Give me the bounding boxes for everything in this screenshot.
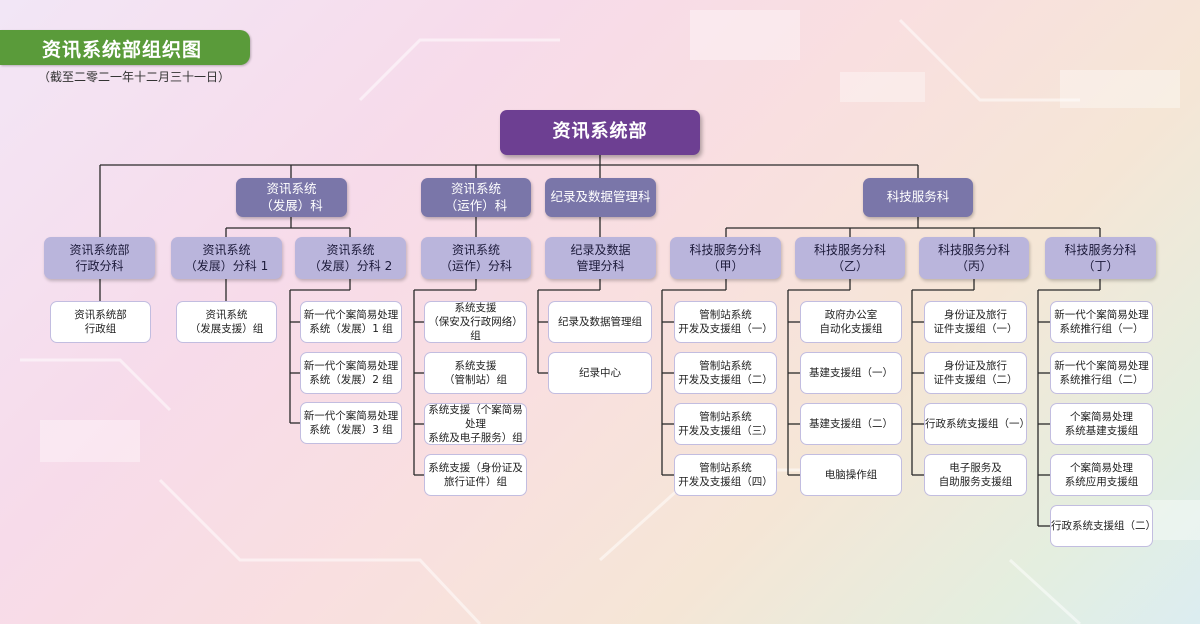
background-panel xyxy=(690,10,800,60)
group-node: 纪录中心 xyxy=(548,352,652,394)
group-node: 新一代个案简易处理 系统推行组（二） xyxy=(1050,352,1153,394)
section-node: 科技服务分科 （丁） xyxy=(1045,237,1156,279)
background-panel xyxy=(1060,70,1180,108)
group-node: 身份证及旅行 证件支援组（二） xyxy=(924,352,1027,394)
group-node: 新一代个案简易处理 系统（发展）3 组 xyxy=(300,402,402,444)
background-panel xyxy=(840,72,925,102)
group-node: 身份证及旅行 证件支援组（一） xyxy=(924,301,1027,343)
group-node: 行政系统支援组（一） xyxy=(924,403,1030,445)
group-node: 个案简易处理 系统基建支援组 xyxy=(1050,403,1153,445)
section-node: 纪录及数据 管理分科 xyxy=(545,237,656,279)
background-panel xyxy=(1150,500,1200,540)
division-node: 纪录及数据管理科 xyxy=(545,178,656,217)
group-node: 基建支援组（一） xyxy=(800,352,902,394)
group-node: 管制站系统 开发及支援组（二） xyxy=(674,352,777,394)
group-node: 系统支援（个案简易处理 系统及电子服务）组 xyxy=(424,403,527,445)
group-node: 系统支援 （管制站）组 xyxy=(424,352,527,394)
group-node: 管制站系统 开发及支援组（三） xyxy=(674,403,777,445)
group-node: 管制站系统 开发及支援组（四） xyxy=(674,454,777,496)
group-node: 新一代个案简易处理 系统推行组（一） xyxy=(1050,301,1153,343)
group-node: 纪录及数据管理组 xyxy=(548,301,652,343)
group-node: 电子服务及 自助服务支援组 xyxy=(924,454,1027,496)
group-node: 管制站系统 开发及支援组（一） xyxy=(674,301,777,343)
division-node: 科技服务科 xyxy=(863,178,973,217)
section-node: 资讯系统部 行政分科 xyxy=(44,237,155,279)
group-node: 基建支援组（二） xyxy=(800,403,902,445)
root-node: 资讯系统部 xyxy=(500,110,700,155)
division-node: 资讯系统 （运作）科 xyxy=(421,178,531,217)
group-node: 资讯系统 （发展支援）组 xyxy=(176,301,277,343)
group-node: 系统支援 （保安及行政网络）组 xyxy=(424,301,527,343)
page-title: 资讯系统部组织图 xyxy=(42,39,203,61)
section-node: 资讯系统 （发展）分科 2 xyxy=(295,237,406,279)
group-node: 资讯系统部 行政组 xyxy=(50,301,151,343)
section-node: 资讯系统 （发展）分科 1 xyxy=(171,237,282,279)
page-subtitle: （截至二零二一年十二月三十一日） xyxy=(38,70,231,84)
group-node: 新一代个案简易处理 系统（发展）1 组 xyxy=(300,301,402,343)
division-node: 资讯系统 （发展）科 xyxy=(236,178,347,217)
background-panel xyxy=(40,420,140,462)
group-node: 新一代个案简易处理 系统（发展）2 组 xyxy=(300,352,402,394)
group-node: 行政系统支援组（二） xyxy=(1050,505,1156,547)
group-node: 系统支援（身份证及 旅行证件）组 xyxy=(424,454,527,496)
section-node: 科技服务分科 （甲） xyxy=(670,237,781,279)
section-node: 资讯系统 （运作）分科 xyxy=(421,237,531,279)
group-node: 电脑操作组 xyxy=(800,454,902,496)
title-banner: 资讯系统部组织图 xyxy=(0,30,250,65)
group-node: 政府办公室 自动化支援组 xyxy=(800,301,902,343)
section-node: 科技服务分科 （丙） xyxy=(919,237,1029,279)
section-node: 科技服务分科 （乙） xyxy=(795,237,905,279)
group-node: 个案简易处理 系统应用支援组 xyxy=(1050,454,1153,496)
